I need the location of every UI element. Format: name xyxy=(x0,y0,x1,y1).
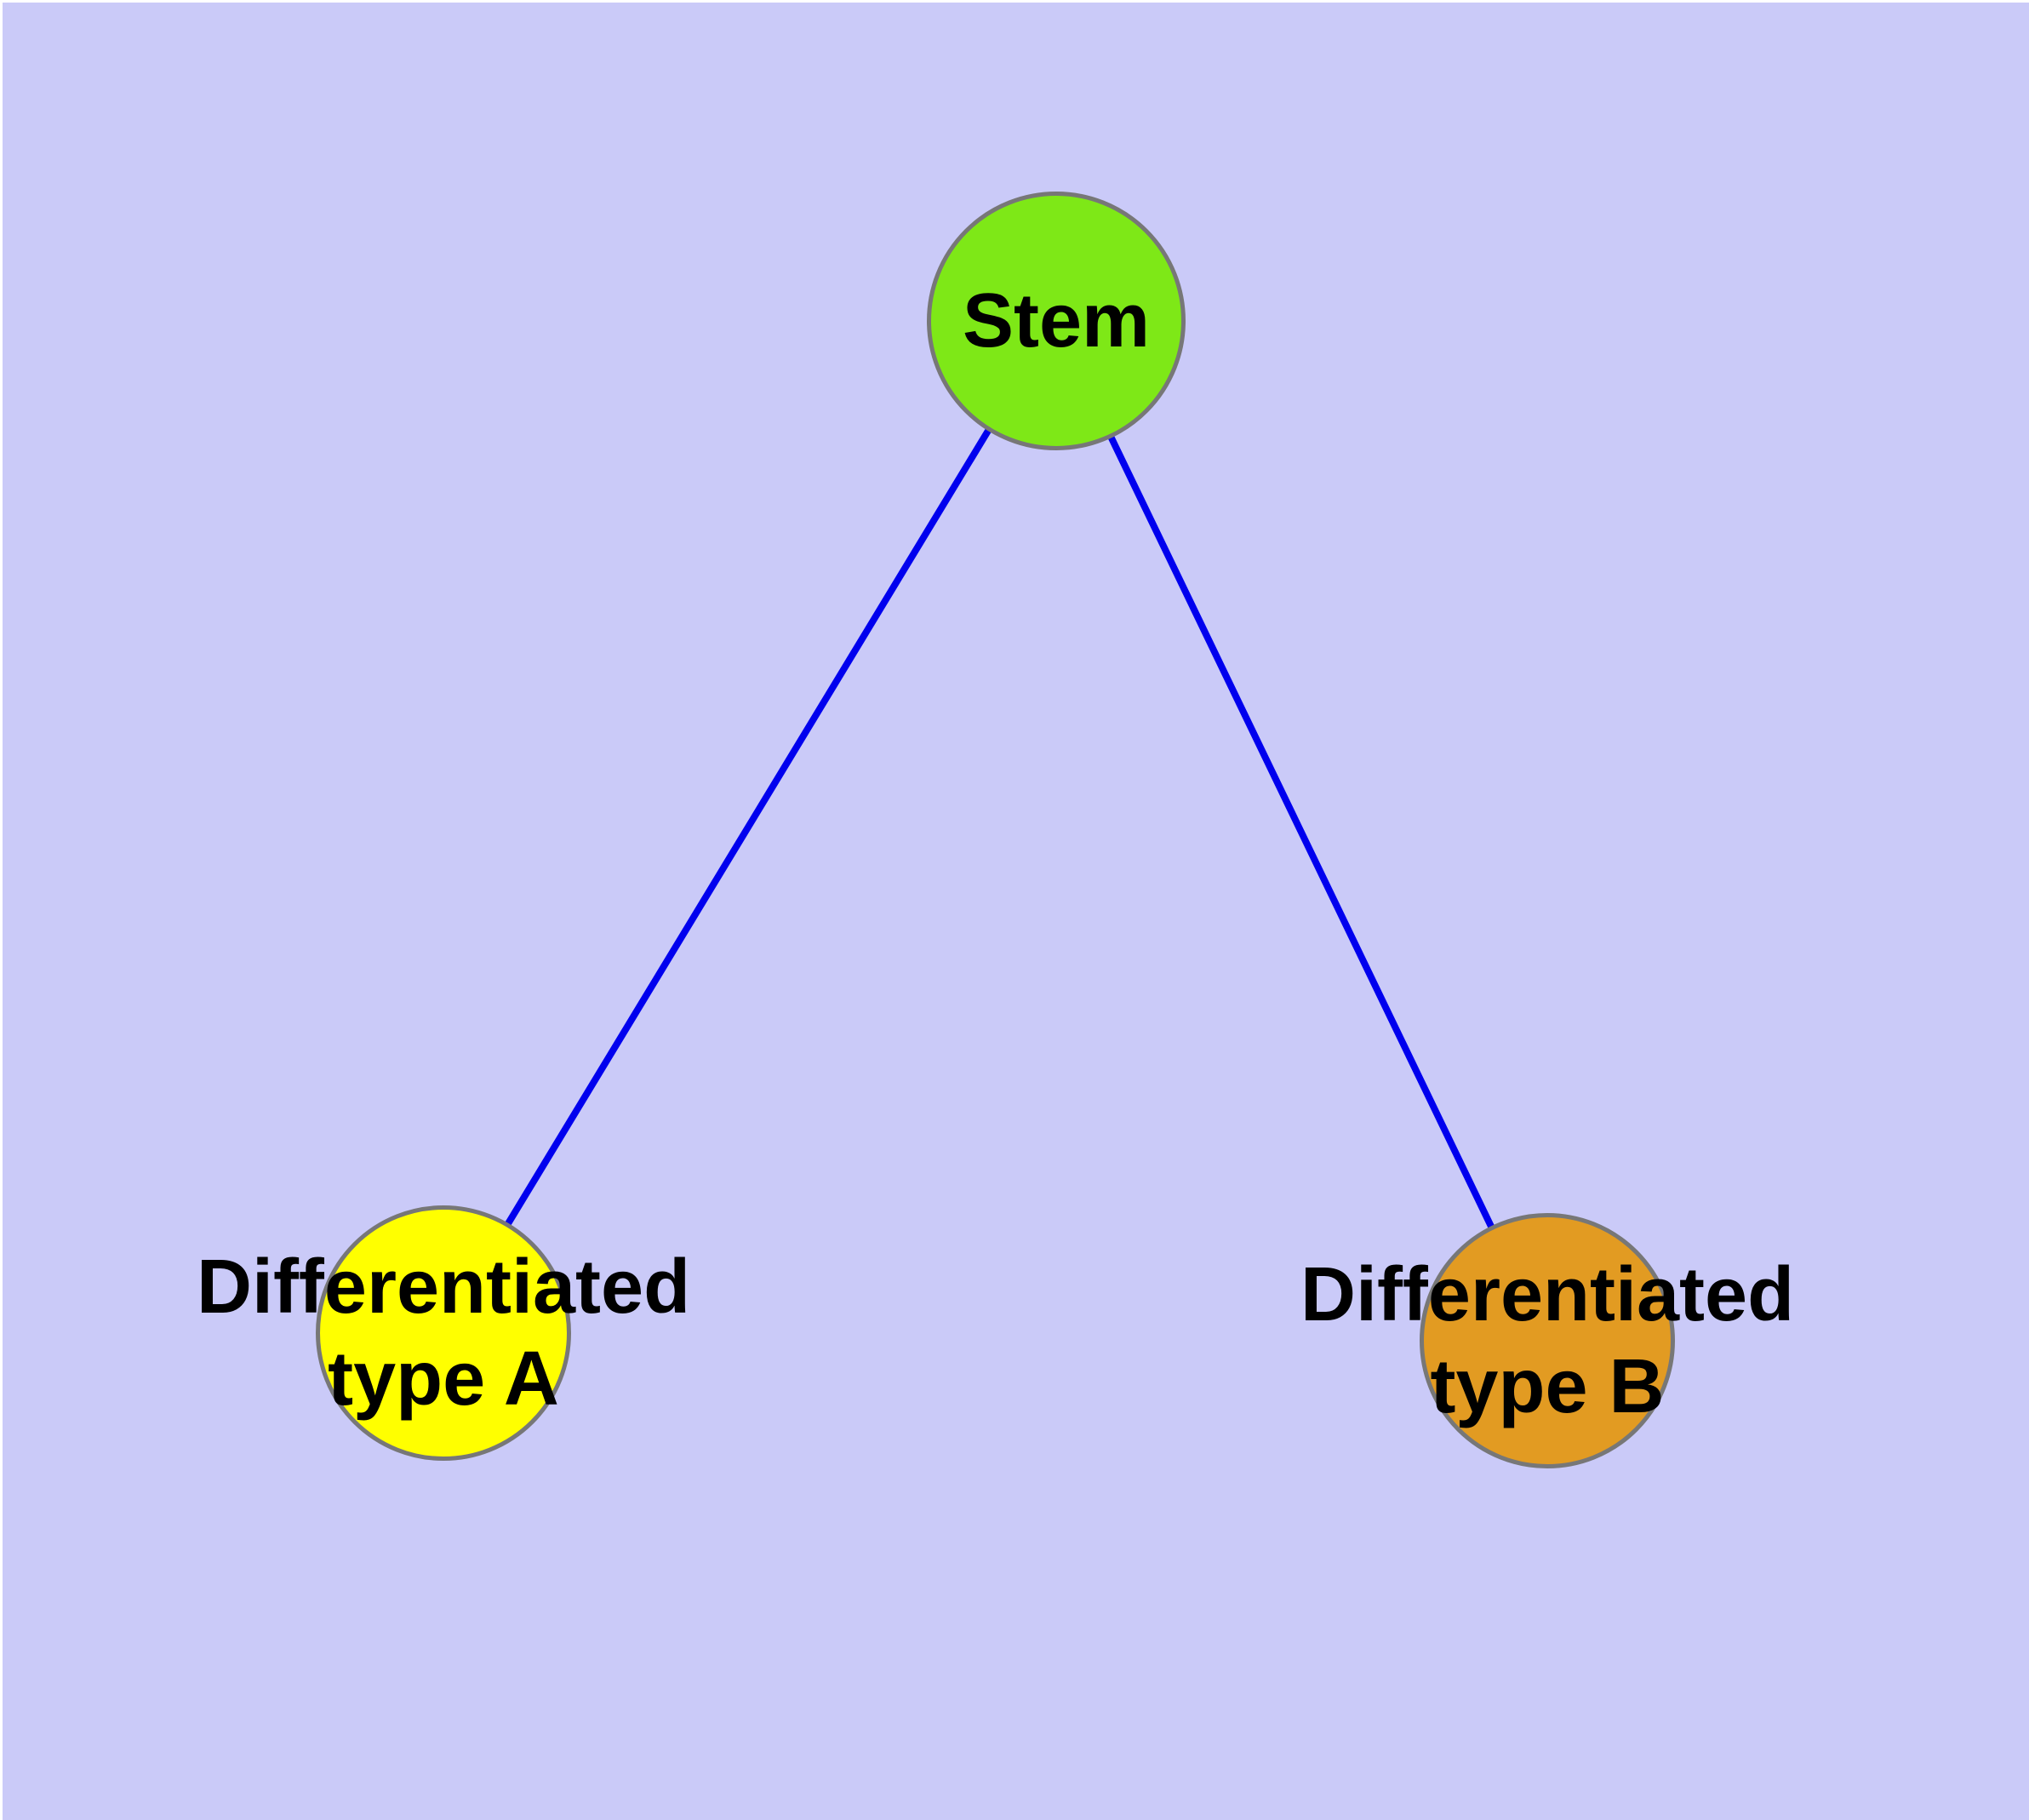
node-label-stem: Stem xyxy=(962,278,1151,363)
node-differentiated-type-b xyxy=(1420,1213,1675,1468)
edge-stem-to-type-a xyxy=(439,317,1059,1335)
node-differentiated-type-a xyxy=(316,1205,571,1461)
node-label-differentiated-type-b: Differentiated type B xyxy=(1300,1252,1795,1429)
edge-layer xyxy=(439,317,1549,1342)
node-stem xyxy=(927,192,1186,450)
node-label-differentiated-type-a: Differentiated type A xyxy=(196,1245,691,1422)
edge-stem-to-type-b xyxy=(1051,317,1549,1342)
